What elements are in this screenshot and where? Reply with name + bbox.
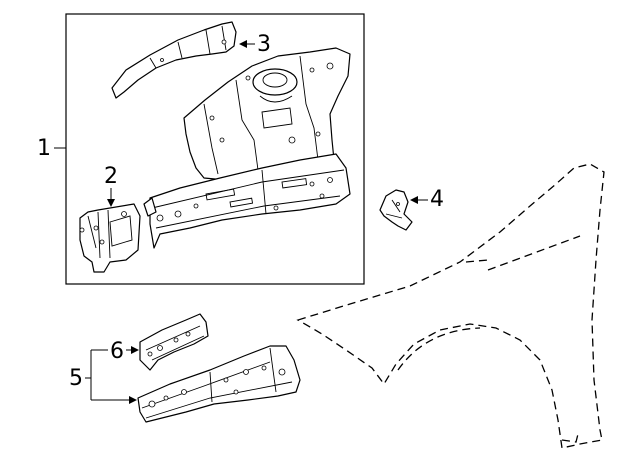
part-2-bracket[interactable] bbox=[79, 203, 141, 273]
callout-1: 1 bbox=[37, 136, 51, 161]
part-5-lower-rail[interactable] bbox=[137, 345, 301, 423]
callout-4: 4 bbox=[430, 187, 444, 212]
assembly-1-frame bbox=[65, 13, 365, 285]
part-3-upper-reinforcement[interactable] bbox=[111, 21, 237, 99]
leader-5 bbox=[85, 349, 136, 400]
fender-outline bbox=[296, 163, 605, 449]
part-6-rail-extension[interactable] bbox=[139, 313, 209, 371]
part-4-small-bracket[interactable] bbox=[379, 189, 413, 231]
callout-2: 2 bbox=[104, 164, 118, 189]
callout-5: 5 bbox=[69, 366, 83, 391]
part-1-apron-assembly[interactable] bbox=[143, 47, 351, 249]
callout-3: 3 bbox=[257, 32, 271, 57]
callout-6: 6 bbox=[110, 339, 124, 364]
